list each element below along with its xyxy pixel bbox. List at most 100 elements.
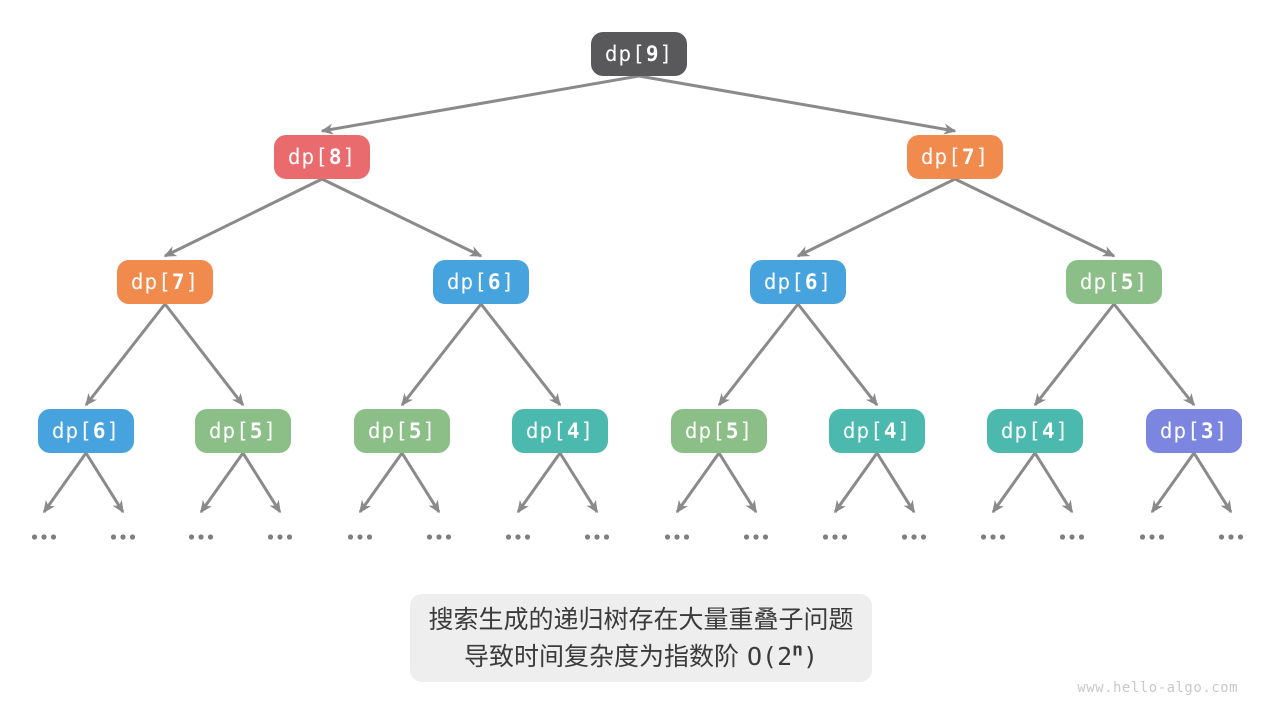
ellipsis-dot xyxy=(1218,534,1225,540)
node-label-suffix: ] xyxy=(975,145,990,169)
tree-node-dp4-b: dp[4] xyxy=(829,409,925,453)
ellipsis-dot xyxy=(911,534,917,540)
node-label-index: 4 xyxy=(566,419,581,443)
node-label-index: 4 xyxy=(883,419,898,443)
tree-edge xyxy=(833,452,879,514)
node-label-prefix: dp[ xyxy=(51,419,93,443)
ellipsis-dot xyxy=(594,534,600,540)
ellipsis-dot xyxy=(426,534,433,540)
ellipsis-dot xyxy=(762,534,769,540)
caption-line-1: 搜索生成的递归树存在大量重叠子问题 xyxy=(428,605,854,634)
watermark: www.hello-algo.com xyxy=(1077,680,1238,696)
node-label-prefix: dp[ xyxy=(287,145,329,169)
node-label-index: 5 xyxy=(249,419,264,443)
tree-edge xyxy=(1033,303,1116,407)
node-label-prefix: dp[ xyxy=(367,419,409,443)
ellipsis xyxy=(980,534,1006,540)
ellipsis-dot xyxy=(1158,534,1165,540)
ellipsis-dot xyxy=(1149,534,1155,540)
ellipsis-dot xyxy=(664,534,671,540)
ellipsis-dot xyxy=(1237,534,1244,540)
ellipsis xyxy=(347,534,373,540)
ellipsis xyxy=(188,534,214,540)
tree-node-dp4-c: dp[4] xyxy=(987,409,1083,453)
tree-node-dp8: dp[8] xyxy=(274,135,370,179)
tree-edge xyxy=(84,452,125,514)
ellipsis-dot xyxy=(207,534,214,540)
node-label-suffix: ] xyxy=(342,145,357,169)
node-label-index: 9 xyxy=(645,42,660,66)
ellipsis-dot xyxy=(515,534,521,540)
tree-edge xyxy=(991,452,1037,514)
ellipsis xyxy=(1139,534,1165,540)
tree-edge xyxy=(84,303,167,407)
tree-edge xyxy=(875,452,916,514)
tree-node-dp9: dp[9] xyxy=(591,32,687,76)
tree-edge xyxy=(1112,303,1196,407)
node-label-prefix: dp[ xyxy=(525,419,567,443)
ellipsis xyxy=(505,534,531,540)
ellipsis xyxy=(743,534,769,540)
tree-node-dp6-b: dp[6] xyxy=(750,260,846,304)
node-label-suffix: ] xyxy=(659,42,674,66)
ellipsis-dot xyxy=(277,534,283,540)
node-label-index: 7 xyxy=(961,145,976,169)
ellipsis-dot xyxy=(445,534,452,540)
tree-edge xyxy=(358,452,404,514)
ellipsis-dot xyxy=(603,534,610,540)
node-label-suffix: ] xyxy=(1134,270,1149,294)
node-label-index: 6 xyxy=(804,270,819,294)
node-label-index: 4 xyxy=(1041,419,1056,443)
tree-node-dp5-d: dp[5] xyxy=(671,409,767,453)
caption-line-2-text: 导致时间复杂度为指数阶 xyxy=(463,642,739,671)
ellipsis-dot xyxy=(1069,534,1075,540)
ellipsis-dot xyxy=(980,534,987,540)
ellipsis xyxy=(584,534,610,540)
ellipsis-dot xyxy=(674,534,680,540)
ellipsis-dot xyxy=(1139,534,1146,540)
node-label-index: 6 xyxy=(487,270,502,294)
tree-edge xyxy=(42,452,88,514)
node-label-index: 5 xyxy=(725,419,740,443)
tree-node-dp5-b: dp[5] xyxy=(195,409,291,453)
tree-edge xyxy=(675,452,721,514)
formula-prefix: O(2 xyxy=(746,642,793,671)
node-label-suffix: ] xyxy=(897,419,912,443)
ellipsis-dot xyxy=(753,534,759,540)
ellipsis-dot xyxy=(31,534,38,540)
tree-edge xyxy=(558,452,599,514)
ellipsis-dot xyxy=(505,534,512,540)
node-label-prefix: dp[ xyxy=(1079,270,1121,294)
ellipsis-dot xyxy=(832,534,838,540)
ellipsis-dot xyxy=(188,534,195,540)
tree-edge xyxy=(516,452,562,514)
ellipsis-dot xyxy=(1078,534,1085,540)
ellipsis-dot xyxy=(990,534,996,540)
node-label-prefix: dp[ xyxy=(208,419,250,443)
formula-exponent: n xyxy=(792,639,803,661)
ellipsis xyxy=(426,534,452,540)
ellipsis-dot xyxy=(41,534,47,540)
node-label-prefix: dp[ xyxy=(604,42,646,66)
tree-edge xyxy=(1033,452,1074,514)
node-label-index: 5 xyxy=(1120,270,1135,294)
node-label-suffix: ] xyxy=(1055,419,1070,443)
tree-edge xyxy=(1192,452,1233,514)
node-label-index: 6 xyxy=(92,419,107,443)
tree-edge xyxy=(717,303,800,407)
node-label-index: 7 xyxy=(171,270,186,294)
tree-node-dp6-a: dp[6] xyxy=(433,260,529,304)
ellipsis-dot xyxy=(198,534,204,540)
ellipsis xyxy=(1218,534,1244,540)
tree-edge xyxy=(163,177,323,258)
ellipsis-dots xyxy=(31,534,1244,540)
ellipsis xyxy=(110,534,136,540)
node-label-prefix: dp[ xyxy=(130,270,172,294)
tree-node-dp6-c: dp[6] xyxy=(38,409,134,453)
node-label-index: 8 xyxy=(328,145,343,169)
ellipsis xyxy=(31,534,57,540)
formula-suffix: ) xyxy=(802,642,819,671)
tree-edge xyxy=(796,303,879,407)
